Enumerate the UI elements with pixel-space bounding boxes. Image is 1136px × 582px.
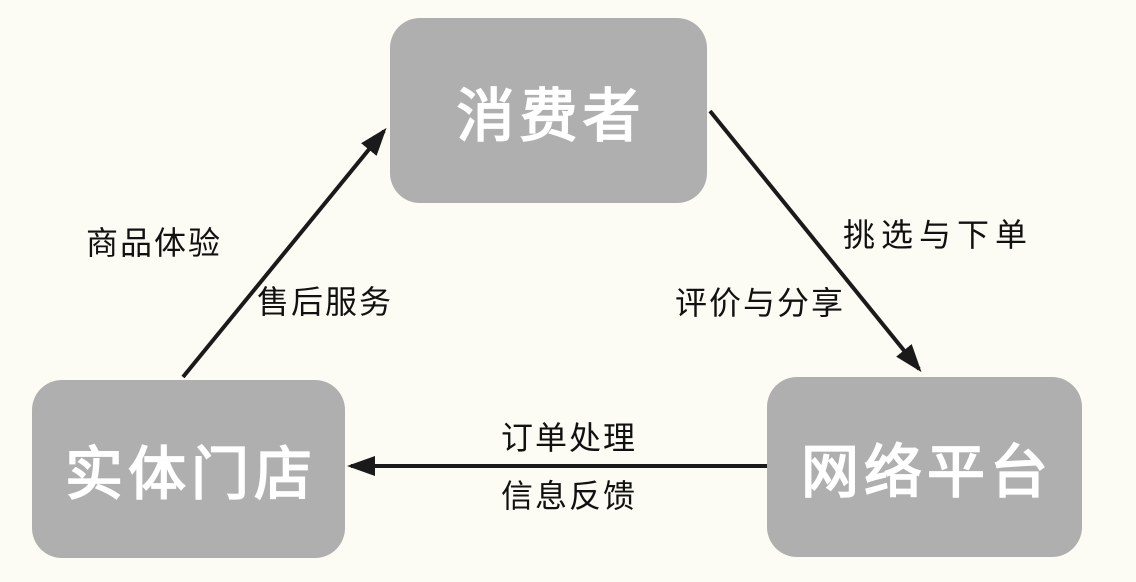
node-online-platform-label: 网络平台	[800, 440, 1053, 505]
edge-label-pick-and-order: 挑选与下单	[843, 217, 1034, 253]
arrow-consumer-to-platform	[708, 109, 922, 373]
arrow-store-to-consumer	[181, 127, 387, 379]
node-online-platform: 网络平台	[767, 377, 1082, 557]
edge-label-order-processing: 订单处理	[501, 420, 638, 456]
edge-label-review-and-share: 评价与分享	[675, 285, 846, 321]
node-consumer-label: 消费者	[456, 83, 646, 149]
edge-label-aftersale-service: 售后服务	[257, 284, 394, 320]
node-consumer: 消费者	[390, 18, 707, 203]
node-physical-store: 实体门店	[32, 380, 345, 558]
edge-label-goods-experience: 商品体验	[86, 225, 223, 261]
node-physical-store-label: 实体门店	[64, 442, 317, 507]
edge-label-info-feedback: 信息反馈	[501, 478, 638, 514]
